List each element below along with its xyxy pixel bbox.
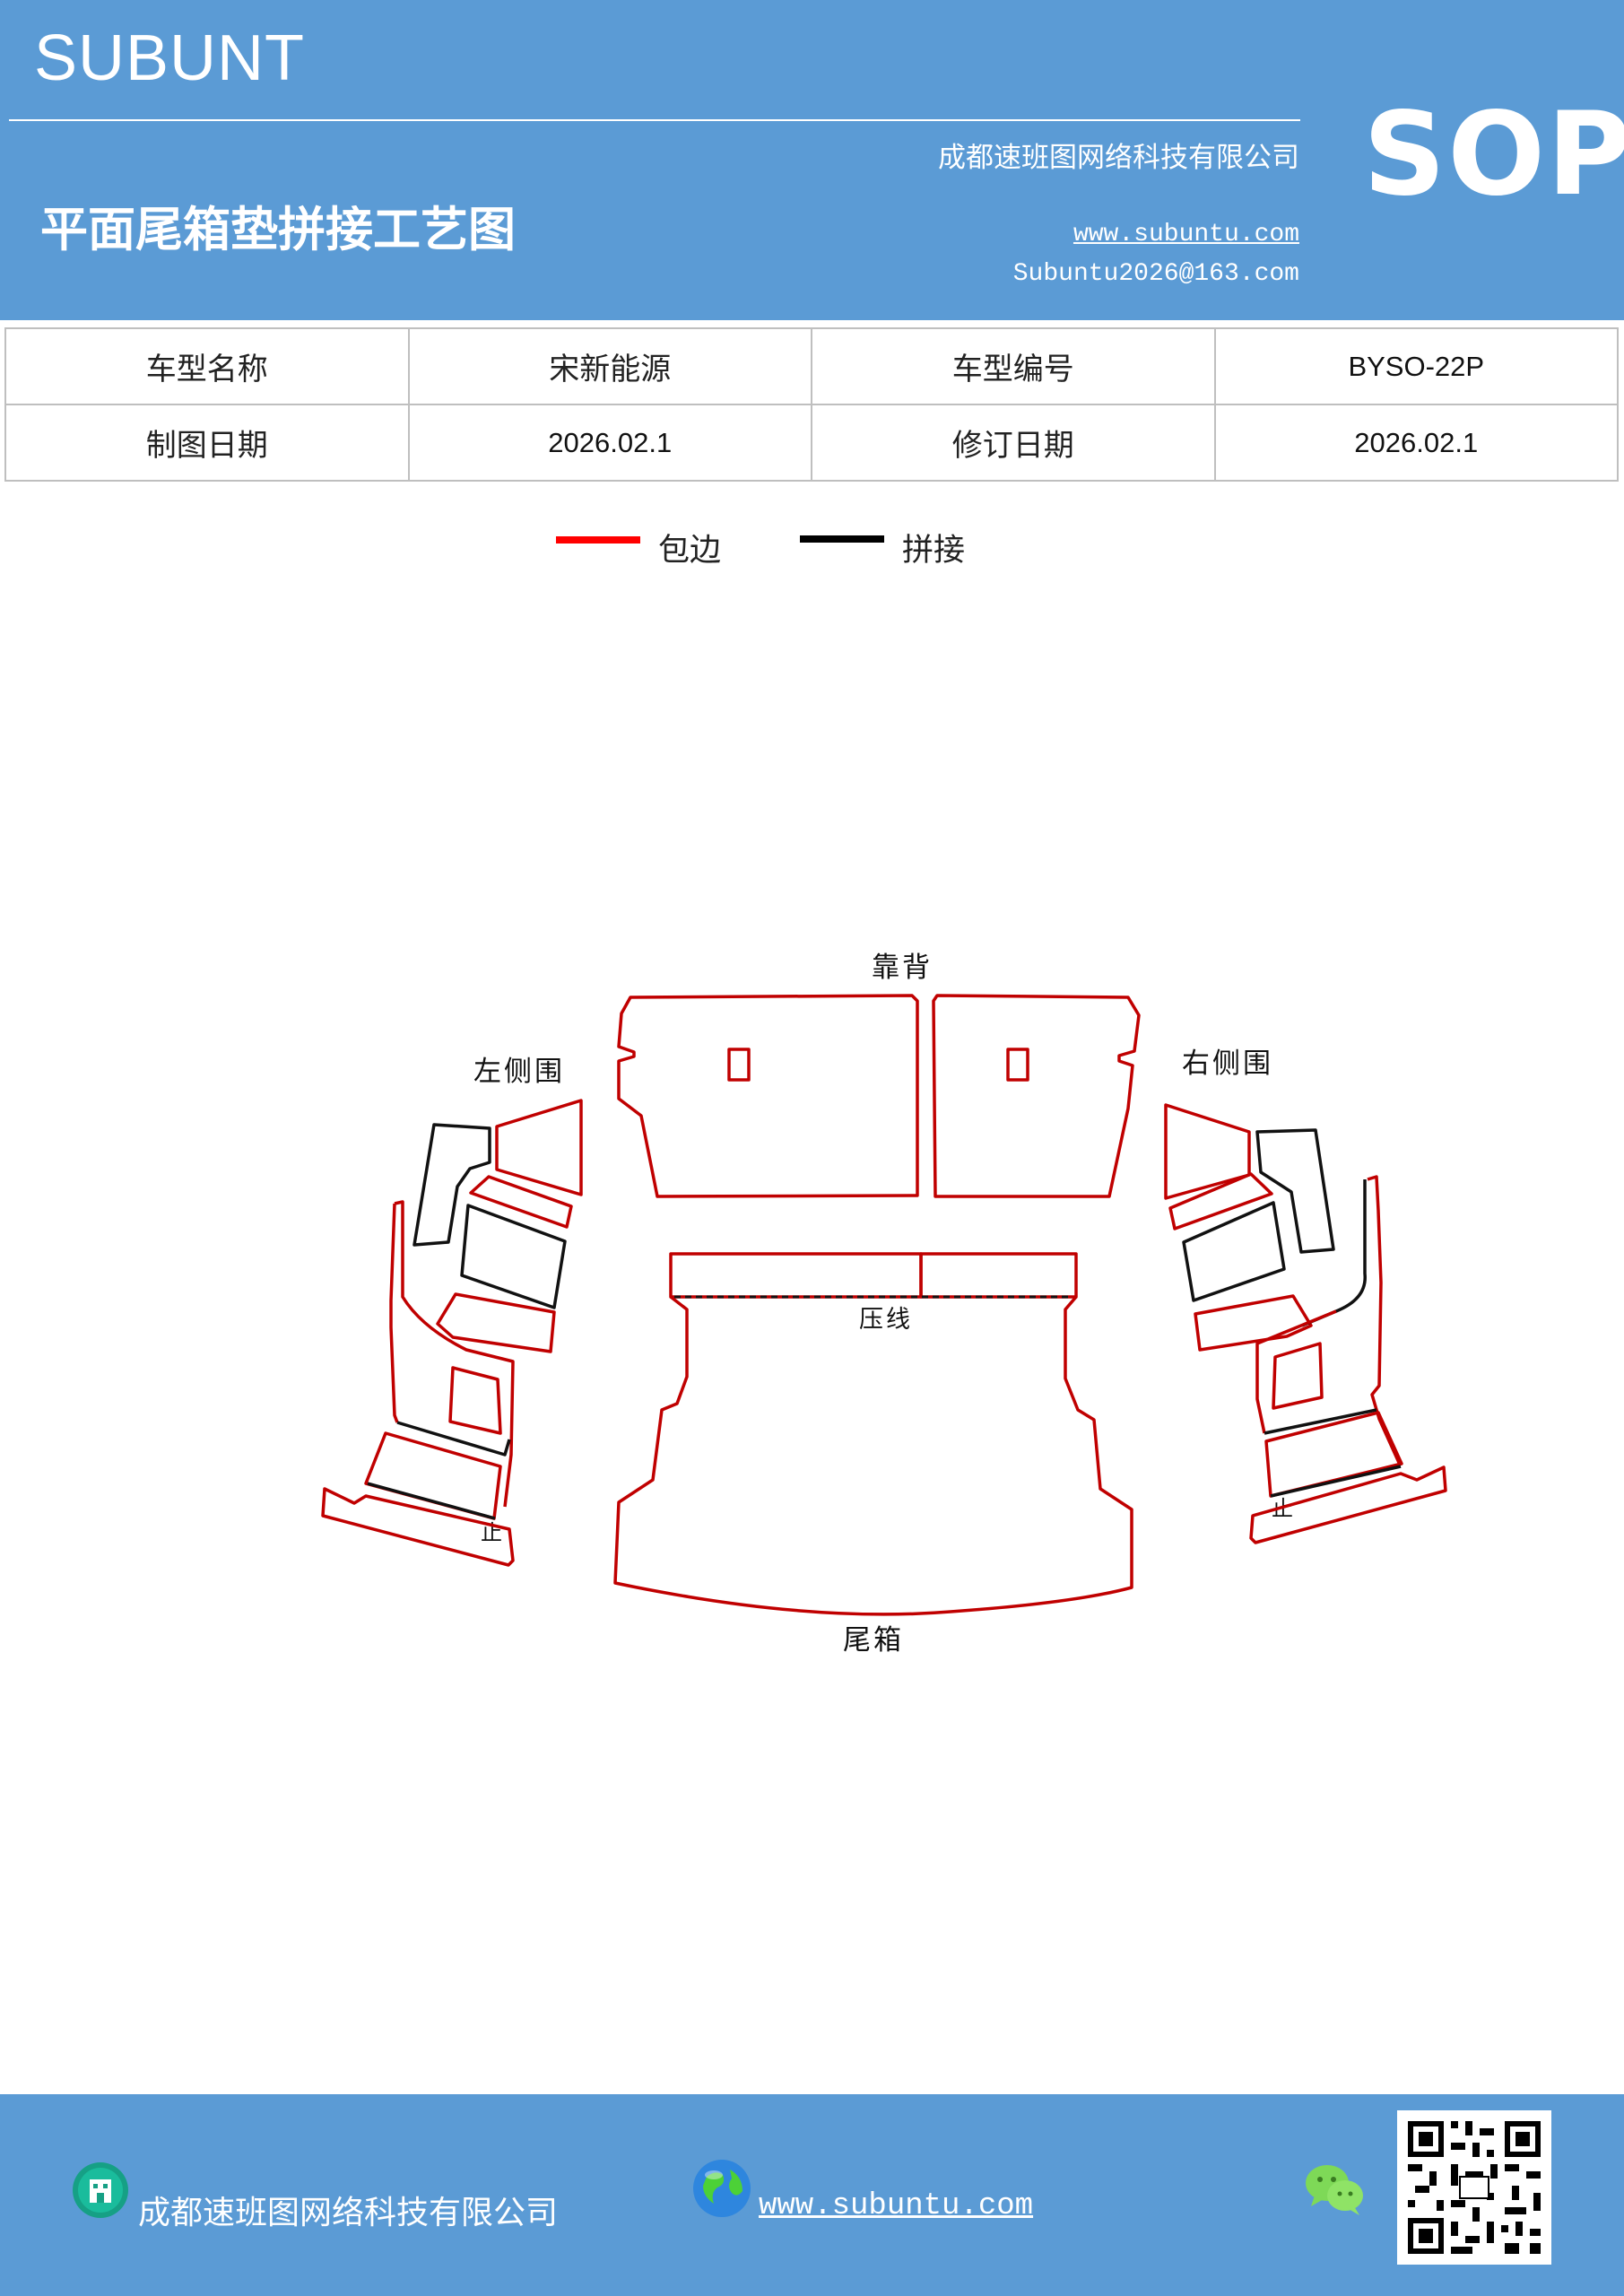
backrest-left-hole xyxy=(727,1048,751,1082)
right-side-seam-piece-1 xyxy=(1255,1128,1335,1254)
right-side-top-piece xyxy=(1164,1103,1251,1200)
label-trunk: 尾箱 xyxy=(843,1624,904,1657)
left-side-mid-piece xyxy=(469,1175,573,1229)
building-icon xyxy=(73,2162,128,2218)
value-cell: 宋新能源 xyxy=(407,327,812,405)
footer-company: 成都速班图网络科技有限公司 xyxy=(138,2195,559,2231)
right-side-inner-edge xyxy=(1255,1309,1337,1434)
legend-label-edge: 包边 xyxy=(658,533,722,569)
brand-name: SUBUNT xyxy=(34,22,306,94)
label-crease: 压线 xyxy=(859,1306,913,1334)
table-row: 车型名称 宋新能源 车型编号 BYSO-22P xyxy=(4,327,1619,405)
right-side-bar xyxy=(1264,1408,1377,1435)
document-title: 平面尾箱垫拼接工艺图 xyxy=(40,203,516,257)
label-left-side: 左侧围 xyxy=(473,1056,565,1088)
right-side-strip-1 xyxy=(1264,1411,1403,1498)
value-cell: 2026.02.1 xyxy=(1213,404,1619,482)
label-cell: 车型名称 xyxy=(4,327,410,405)
left-side-block-piece xyxy=(460,1204,567,1309)
qr-code[interactable] xyxy=(1397,2110,1551,2265)
left-side-lower-piece xyxy=(436,1292,556,1353)
globe-icon xyxy=(693,2160,751,2217)
trunk-front-strip-right xyxy=(919,1252,1078,1299)
label-cell: 车型编号 xyxy=(811,327,1216,405)
backrest-left-panel xyxy=(617,994,919,1198)
left-side-top-piece xyxy=(495,1099,583,1196)
header-banner xyxy=(0,0,1624,320)
value-cell: BYSO-22P xyxy=(1213,327,1619,405)
right-side-mid-piece xyxy=(1168,1172,1273,1231)
trunk-front-strip-left xyxy=(669,1252,923,1299)
left-side-outer-edge-lower xyxy=(389,1203,399,1423)
right-side-seam-line xyxy=(1301,1179,1367,1327)
label-right-side: 右侧围 xyxy=(1182,1048,1273,1080)
backrest-right-hole xyxy=(1006,1048,1029,1082)
vehicle-info-table: 车型名称 宋新能源 车型编号 BYSO-22P 制图日期 2026.02.1 修… xyxy=(4,327,1619,482)
header-divider xyxy=(9,119,1300,121)
label-cell: 制图日期 xyxy=(4,404,410,482)
website-link[interactable]: www.subuntu.com xyxy=(1073,221,1299,248)
table-row: 制图日期 2026.02.1 修订日期 2026.02.1 xyxy=(4,404,1619,482)
left-side-window xyxy=(448,1366,502,1435)
sop-badge: SOP xyxy=(1363,88,1624,222)
value-cell: 2026.02.1 xyxy=(407,404,812,482)
left-side-outer-edge xyxy=(394,1200,515,1508)
right-side-block-piece xyxy=(1182,1201,1286,1302)
left-side-seam-piece-1 xyxy=(413,1123,491,1247)
company-name: 成都速班图网络科技有限公司 xyxy=(938,142,1299,174)
footer-website-link[interactable]: www.subuntu.com xyxy=(759,2189,1034,2223)
left-side-tail xyxy=(321,1487,515,1567)
legend-swatch-black xyxy=(800,535,884,543)
left-side-strip-seam xyxy=(367,1482,496,1520)
legend-label-joint: 拼接 xyxy=(902,533,966,569)
trunk-main-panel xyxy=(613,1295,1133,1616)
right-side-lower-piece xyxy=(1194,1294,1313,1352)
legend-swatch-red xyxy=(556,536,640,544)
trunk-mat-diagram: 靠背 左侧围 右侧围 压线 尾箱 止 止 xyxy=(321,952,1447,1657)
left-side-seam-line xyxy=(396,1421,511,1457)
right-side-window xyxy=(1272,1342,1324,1410)
right-side-tail xyxy=(1249,1465,1447,1544)
backrest-right-panel xyxy=(932,994,1141,1198)
right-side-strip-seam xyxy=(1270,1465,1402,1498)
label-back: 靠背 xyxy=(872,952,933,984)
email-address[interactable]: Subuntu2026@163.com xyxy=(1012,260,1299,288)
label-cell: 修订日期 xyxy=(811,404,1216,482)
wechat-icon xyxy=(1306,2165,1363,2215)
